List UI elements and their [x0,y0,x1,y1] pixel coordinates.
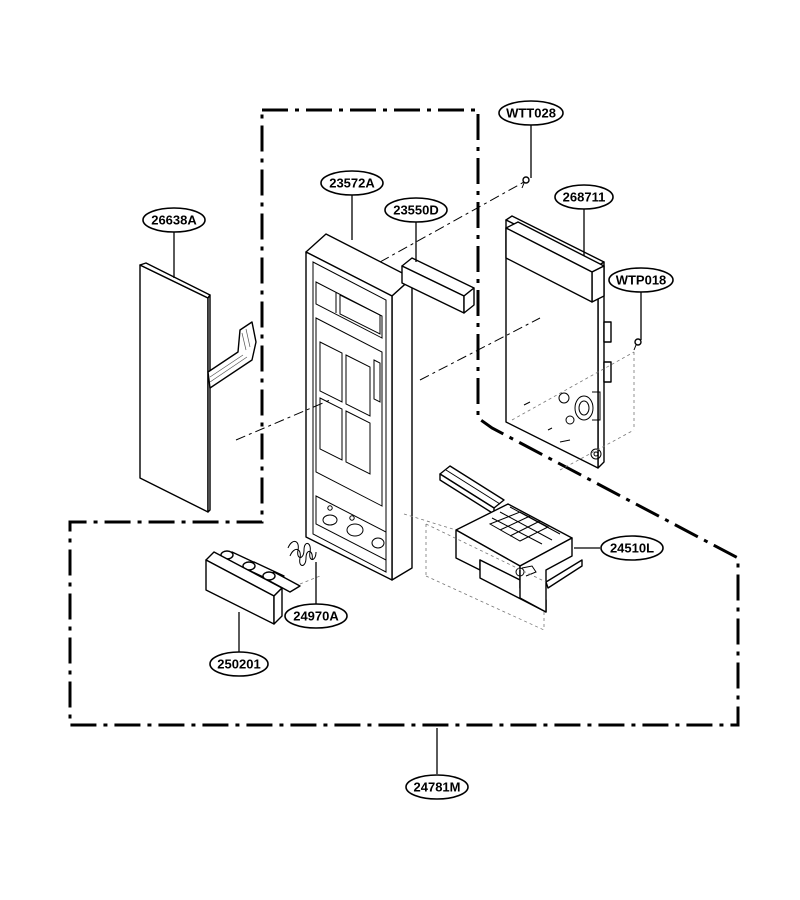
callout-label: 23550D [393,203,439,218]
callout-label: 26638A [151,213,197,228]
part-pcb-assembly [505,215,612,469]
callout-label: WTP018 [616,273,667,288]
callout-label: 268711 [563,190,606,205]
callout-23572A: 23572A [320,170,384,196]
callout-label: 24781M [414,780,461,795]
callout-24510L: 24510L [600,535,664,561]
callout-label: 23572A [329,176,375,191]
assembly-guide-lines [235,181,635,631]
screw-wtp018 [633,338,642,351]
callout-label: 250201 [217,657,260,672]
callout-250201: 250201 [209,651,269,677]
callout-26638A: 26638A [142,207,206,233]
part-membrane-panel [139,262,257,513]
screw-wtt028 [521,176,530,189]
callout-label: 24970A [293,609,339,624]
callout-label: 24510L [610,541,654,556]
part-latch-assembly [439,465,583,613]
callout-23550D: 23550D [384,197,448,223]
leader-lines [173,124,642,774]
part-coil-spring [287,541,317,566]
callout-24970A: 24970A [284,603,348,629]
callout-24781M: 24781M [405,774,469,800]
part-display-window [401,257,475,314]
callout-WTT028: WTT028 [498,100,564,126]
assembly-outline [68,108,740,727]
callout-268711: 268711 [554,184,614,210]
callout-label: WTT028 [506,106,556,121]
part-control-panel-frame [305,233,413,581]
callout-WTP018: WTP018 [608,267,674,293]
part-push-button [205,550,301,625]
